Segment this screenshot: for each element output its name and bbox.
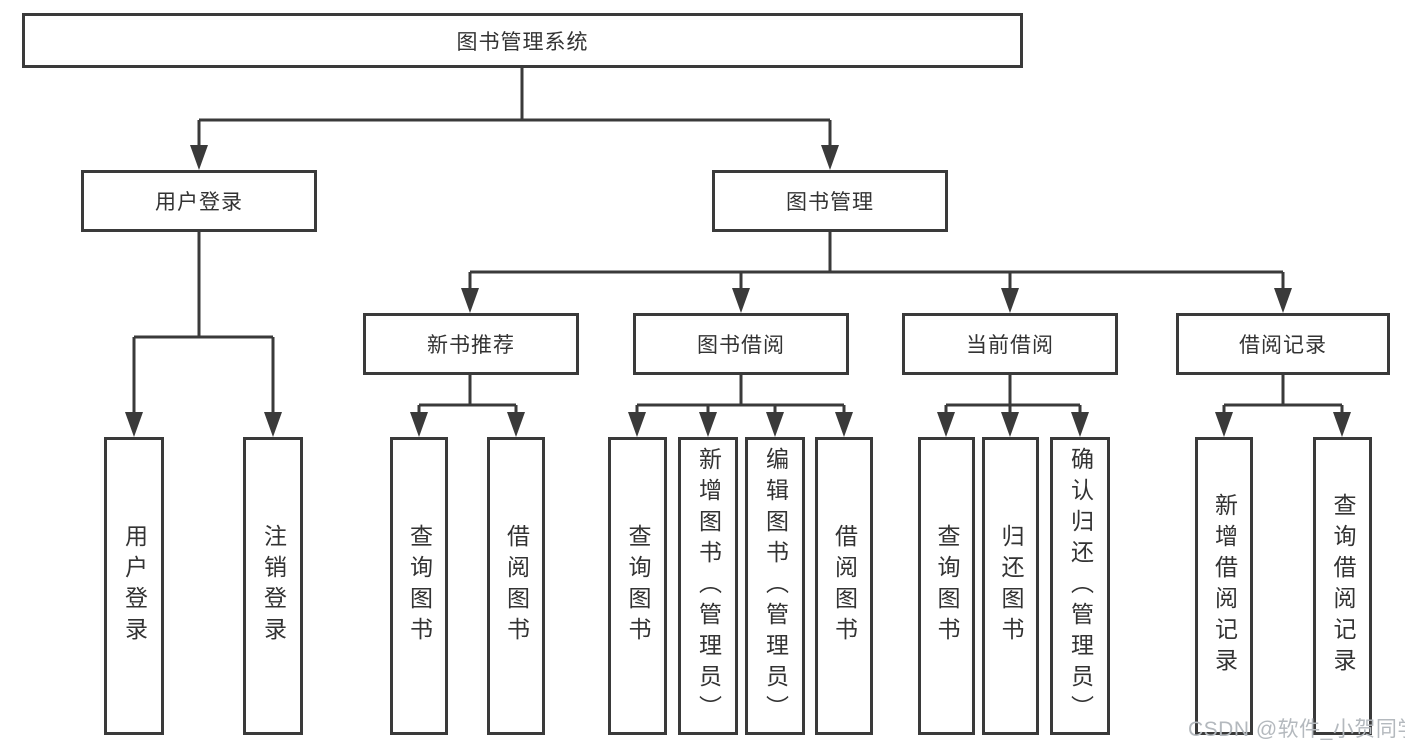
node-label: 用户登录	[155, 191, 243, 214]
leaf-logout: 注销登录	[243, 437, 303, 735]
node-label: 图书管理系统	[456, 30, 589, 54]
node-label: 注销登录	[260, 524, 287, 648]
node-user-login: 用户登录	[81, 170, 317, 232]
arrow-down-icon	[1001, 288, 1019, 313]
node-label: 当前借阅	[966, 334, 1054, 357]
node-label: 新增图书（管理员）	[695, 446, 722, 726]
node-label: 借阅记录	[1239, 334, 1327, 357]
node-label: 查询图书	[625, 524, 651, 648]
arrow-down-icon	[835, 412, 853, 437]
leaf-borrow-borrow-books: 借阅图书	[815, 437, 873, 735]
node-book-management: 图书管理	[712, 170, 948, 232]
node-label: 查询图书	[934, 524, 960, 648]
arrow-down-icon	[628, 412, 646, 437]
arrow-down-icon	[699, 412, 717, 437]
arrow-down-icon	[732, 288, 750, 313]
leaf-borrow-edit-books-admin: 编辑图书（管理员）	[745, 437, 805, 735]
node-label: 用户登录	[121, 524, 148, 648]
leaf-current-return-books: 归还图书	[982, 437, 1039, 735]
arrow-down-icon	[766, 412, 784, 437]
node-label: 确认归还（管理员）	[1067, 446, 1094, 726]
node-current-borrowing: 当前借阅	[902, 313, 1118, 375]
node-label: 图书管理	[786, 191, 874, 214]
node-label: 归还图书	[998, 524, 1024, 648]
node-label: 借阅图书	[503, 524, 530, 648]
arrow-down-icon	[264, 412, 282, 437]
leaf-borrow-add-books-admin: 新增图书（管理员）	[678, 437, 738, 735]
arrow-down-icon	[125, 412, 143, 437]
arrow-down-icon	[410, 412, 428, 437]
node-label: 查询图书	[406, 524, 433, 648]
leaf-current-confirm-return-admin: 确认归还（管理员）	[1050, 437, 1110, 735]
arrow-down-icon	[1071, 412, 1089, 437]
arrow-down-icon	[461, 288, 479, 313]
leaf-current-query-books: 查询图书	[918, 437, 975, 735]
arrow-down-icon	[1215, 412, 1233, 437]
node-book-borrowing: 图书借阅	[633, 313, 849, 375]
node-library-management-system: 图书管理系统	[22, 13, 1023, 68]
leaf-user-login: 用户登录	[104, 437, 164, 735]
watermark: CSDN @软件_小贺同学	[1188, 718, 1405, 741]
arrow-down-icon	[1333, 412, 1351, 437]
arrow-down-icon	[1001, 412, 1019, 437]
arrow-down-icon	[821, 145, 839, 170]
leaf-recommend-query-books: 查询图书	[390, 437, 448, 735]
node-label: 编辑图书（管理员）	[762, 446, 789, 726]
arrow-down-icon	[507, 412, 525, 437]
leaf-recommend-borrow-books: 借阅图书	[487, 437, 545, 735]
arrow-down-icon	[190, 145, 208, 170]
arrow-down-icon	[1274, 288, 1292, 313]
node-new-book-recommend: 新书推荐	[363, 313, 579, 375]
node-label: 查询借阅记录	[1330, 493, 1356, 679]
node-label: 新增借阅记录	[1211, 493, 1238, 679]
node-label: 图书借阅	[697, 334, 785, 357]
leaf-borrow-query-books: 查询图书	[608, 437, 667, 735]
node-label: 新书推荐	[427, 334, 515, 357]
leaf-records-query-record: 查询借阅记录	[1313, 437, 1372, 735]
node-label: 借阅图书	[831, 524, 858, 648]
node-borrowing-records: 借阅记录	[1176, 313, 1390, 375]
arrow-down-icon	[937, 412, 955, 437]
leaf-records-add-record: 新增借阅记录	[1195, 437, 1253, 735]
